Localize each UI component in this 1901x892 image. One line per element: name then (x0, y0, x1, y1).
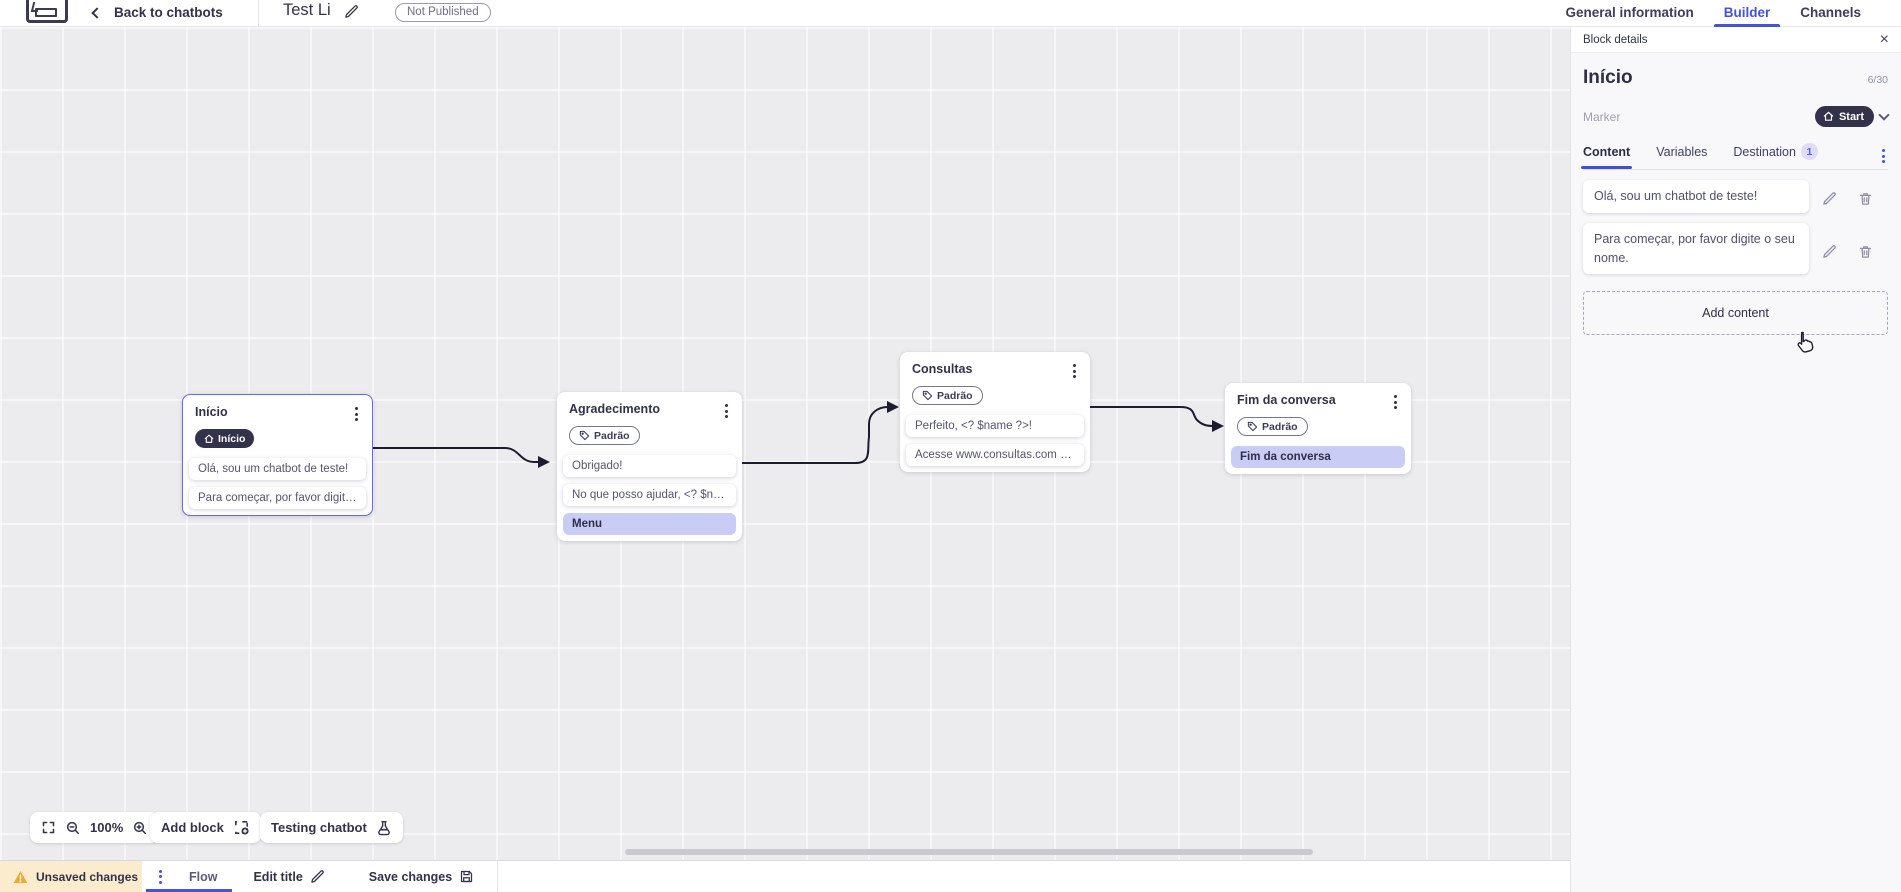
app-logo-icon (26, 0, 68, 23)
message-card[interactable]: Olá, sou um chatbot de teste! (189, 457, 366, 480)
start-pill: Start (1814, 106, 1874, 127)
flow-block-agradecimento[interactable]: Agradecimento Padrão Obrigado! No que po… (557, 392, 742, 541)
message-card[interactable]: Para começar, por favor digite o ... (189, 486, 366, 509)
tab-destination[interactable]: Destination 1 (1733, 143, 1818, 169)
tab-variables[interactable]: Variables (1656, 144, 1708, 159)
tag-icon (1247, 421, 1258, 432)
active-tab-indicator (146, 889, 232, 892)
edit-title-button[interactable]: Edit title (253, 869, 324, 884)
pencil-icon (311, 870, 324, 883)
zoom-in-icon[interactable] (132, 820, 148, 836)
chatbot-title[interactable]: Test Li (283, 1, 331, 19)
block-name-input[interactable]: Início (1583, 67, 1633, 88)
topbar-divider (258, 0, 259, 27)
fullscreen-icon[interactable] (41, 820, 56, 835)
save-icon (461, 870, 473, 883)
edit-title-pencil-icon[interactable] (344, 4, 359, 19)
block-menu-icon[interactable] (1070, 362, 1079, 380)
flow-block-fim-da-conversa[interactable]: Fim da conversa Padrão Fim da conversa (1225, 383, 1411, 474)
close-icon[interactable]: × (1879, 30, 1889, 48)
main-tabs: General information Builder Channels (1565, 0, 1861, 27)
content-text-card[interactable]: Olá, sou um chatbot de teste! (1583, 180, 1809, 213)
content-row: Para começar, por favor digite o seu nom… (1583, 222, 1888, 275)
home-icon (204, 434, 214, 443)
zoom-out-icon[interactable] (65, 820, 81, 836)
add-block-button[interactable]: Add block (150, 812, 261, 843)
edit-pencil-icon[interactable] (1822, 228, 1837, 275)
flow-connectors (373, 401, 1224, 468)
unsaved-changes-badge: Unsaved changes (0, 861, 142, 892)
tab-content[interactable]: Content (1580, 145, 1633, 169)
block-menu-icon[interactable] (1391, 393, 1400, 411)
panel-title: Block details (1583, 33, 1648, 46)
save-changes-button[interactable]: Save changes (369, 869, 474, 884)
message-card[interactable]: Obrigado! (563, 455, 736, 477)
block-title: Fim da conversa (1237, 393, 1336, 407)
chevron-down-icon (1878, 109, 1890, 121)
content-row: Olá, sou um chatbot de teste! (1583, 180, 1888, 213)
content-text-card[interactable]: Para começar, por favor digite o seu nom… (1583, 222, 1809, 275)
char-counter: 6/30 (1867, 74, 1888, 86)
flow-options-icon[interactable] (156, 868, 165, 886)
status-badge: Not Published (395, 3, 491, 22)
trash-icon[interactable] (1858, 185, 1873, 213)
add-block-icon (233, 819, 250, 836)
trash-icon[interactable] (1858, 228, 1873, 275)
bottom-bar: Unsaved changes Flow Edit title Save cha… (0, 860, 1570, 892)
add-content-button[interactable]: Add content (1583, 291, 1888, 336)
message-card[interactable]: Acesse www.consultas.com par... (906, 444, 1084, 466)
block-menu-icon[interactable] (352, 405, 361, 423)
bottombar-divider (497, 861, 498, 892)
panel-menu-icon[interactable] (1879, 147, 1888, 165)
zoom-toolbar: 100% (30, 812, 160, 843)
tab-flow[interactable]: Flow (189, 869, 218, 884)
tag-icon (579, 430, 590, 441)
tag-icon (922, 390, 933, 401)
testing-chatbot-button[interactable]: Testing chatbot (260, 812, 403, 843)
block-title: Início (195, 405, 228, 419)
tab-channels[interactable]: Channels (1800, 5, 1861, 20)
marker-dropdown[interactable]: Start (1814, 106, 1890, 127)
marker-pill-start: Início (195, 429, 255, 448)
end-card[interactable]: Fim da conversa (1231, 446, 1405, 468)
hand-cursor (1793, 330, 1815, 354)
warning-icon (13, 870, 28, 883)
back-chevron-icon[interactable] (91, 7, 103, 19)
marker-label: Marker (1583, 109, 1621, 124)
panel-tabs: Content Variables Destination 1 (1580, 143, 1888, 170)
zoom-level: 100% (90, 820, 124, 835)
marker-pill-padrao: Padrão (569, 426, 640, 445)
tab-builder[interactable]: Builder (1713, 0, 1780, 27)
back-to-chatbots-link[interactable]: Back to chatbots (114, 5, 223, 20)
top-bar: Back to chatbots Test Li Not Published G… (0, 0, 1901, 27)
horizontal-scrollbar[interactable] (625, 849, 1313, 855)
destination-count-badge: 1 (1800, 143, 1818, 160)
flow-block-inicio[interactable]: Início Início Olá, sou um chatbot de tes… (182, 394, 373, 516)
message-card[interactable]: Perfeito, <? $name ?>! (906, 415, 1084, 437)
home-icon (1823, 111, 1834, 121)
flow-canvas[interactable]: Início Início Olá, sou um chatbot de tes… (0, 27, 1570, 860)
block-menu-icon[interactable] (722, 402, 731, 420)
tab-general-information[interactable]: General information (1565, 5, 1694, 20)
menu-card[interactable]: Menu (563, 513, 736, 535)
block-title: Agradecimento (569, 402, 660, 416)
flow-block-consultas[interactable]: Consultas Padrão Perfeito, <? $name ?>! … (900, 352, 1090, 472)
block-details-panel: Block details × Início 6/30 Marker Start (1570, 27, 1901, 892)
marker-pill-padrao: Padrão (1237, 417, 1308, 436)
edit-pencil-icon[interactable] (1822, 185, 1837, 213)
message-card[interactable]: No que posso ajudar, <? $name ... (563, 484, 736, 506)
marker-pill-padrao: Padrão (912, 386, 983, 405)
block-title: Consultas (912, 362, 973, 376)
flask-icon (376, 820, 392, 836)
